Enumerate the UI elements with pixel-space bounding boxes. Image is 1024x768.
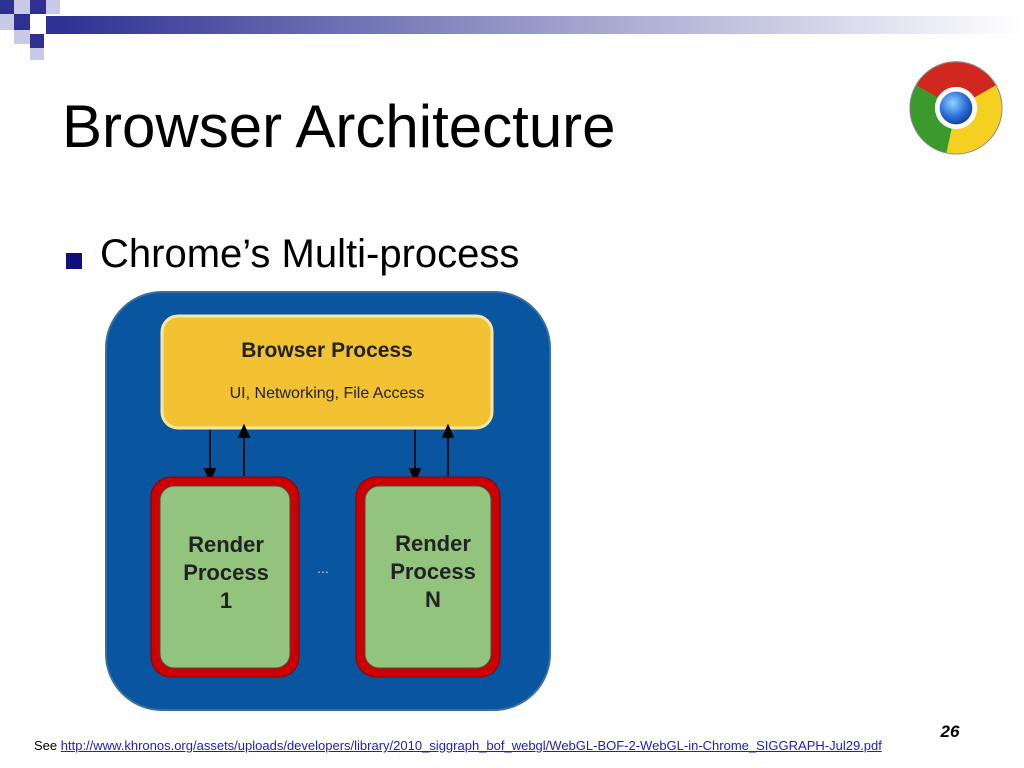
render-process-n-line1: Render [395,531,471,556]
render-process-1-line3: 1 [220,588,232,613]
square-bullet-icon [66,253,82,269]
browser-process-subtitle: UI, Networking, File Access [230,385,425,402]
render-process-n-line3: N [425,587,441,612]
bullet-text: Chrome’s Multi-process [100,232,520,276]
browser-process-title: Browser Process [241,339,413,362]
slide-title: Browser Architecture [62,93,616,160]
footer-reference: See http://www.khronos.org/assets/upload… [34,738,882,753]
architecture-diagram: Browser Process UI, Networking, File Acc… [105,291,551,711]
render-process-n-line2: Process [390,559,476,584]
browser-process-box: Browser Process UI, Networking, File Acc… [160,314,494,430]
footer-prefix: See [34,738,58,753]
render-process-n-box: Render Process N [355,476,501,678]
chrome-logo-icon [909,61,1003,155]
page-number: 26 [940,722,960,741]
render-process-1-line1: Render [188,532,264,557]
render-process-1-box: Render Process 1 [150,476,300,678]
corner-decoration [0,0,1024,60]
footer-link[interactable]: http://www.khronos.org/assets/uploads/de… [60,738,882,753]
render-process-1-line2: Process [183,560,269,585]
ellipsis-label: ... [317,560,329,576]
